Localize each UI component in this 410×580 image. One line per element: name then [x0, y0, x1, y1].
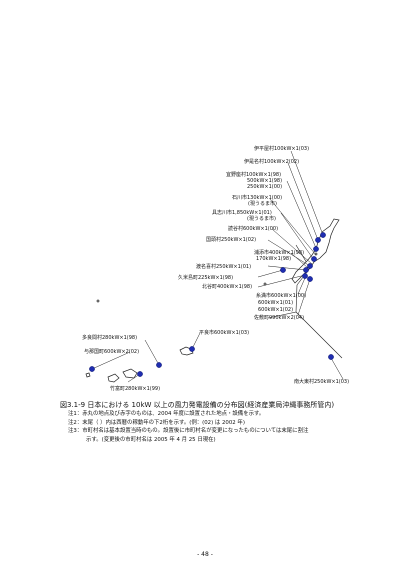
site-label: 国頭村250kW×1(02)	[206, 236, 256, 243]
site-label: 石川市130kW×1(00)	[232, 194, 282, 201]
site-marker	[189, 346, 195, 352]
site-marker	[315, 237, 321, 243]
figure-caption: 図3.1-9 日本における 10kW 以上の風力発電設備の分布図(経済産業局沖縄…	[60, 401, 335, 409]
site-markers	[89, 232, 334, 377]
leader-line	[91, 351, 131, 370]
small-island	[263, 282, 267, 286]
site-marker	[320, 232, 326, 238]
ishigaki-island	[122, 368, 138, 379]
note-line: 注2：末尾（ ）内は西暦の稼動年の下2桁を示す。(例：(02) は 2002 年…	[68, 419, 245, 426]
site-marker	[137, 371, 143, 377]
site-label: 佐敷町990kW×2(04)	[254, 314, 304, 321]
site-marker	[311, 256, 317, 262]
leader-line	[269, 198, 317, 256]
site-label: (現うるま市)	[248, 200, 277, 207]
leader-line	[297, 277, 306, 295]
leader-line	[297, 278, 311, 316]
islands	[85, 218, 340, 383]
note-line: 示す。(変更後の市町村名は 2005 年 4 月 25 日現在)	[86, 436, 216, 443]
site-label: 浦添市400kW×1(98)	[254, 249, 304, 256]
site-label: 600kW×1(02)	[258, 307, 293, 313]
site-labels: 伊平屋村100kW×1(03) 伊是名村100kW×2(02) 宜野座村100k…	[82, 145, 349, 392]
site-marker	[89, 366, 95, 372]
leader-line	[290, 150, 324, 236]
leader-line	[144, 339, 160, 366]
site-marker	[302, 273, 308, 279]
iriomote-island	[107, 373, 120, 383]
site-marker	[328, 354, 334, 360]
leader-line	[287, 162, 319, 241]
site-label: 170kW×1(98)	[256, 256, 291, 262]
site-label: 平良市600kW×1(03)	[199, 329, 249, 336]
page-number: - 48 -	[197, 551, 213, 558]
note-line: 注3：市町村名は基本設置当時のもの。設置後に市町村名が変更になったものについては…	[68, 428, 309, 435]
leader-line	[257, 269, 284, 278]
leader-line	[286, 180, 317, 249]
site-label: 渡名喜村250kW×1(01)	[196, 263, 251, 270]
site-label: 伊是名村100kW×2(02)	[244, 158, 299, 165]
leader-line	[191, 332, 201, 350]
site-label: 具志川市1,850kW×1(01)	[212, 209, 272, 216]
site-label: 竹富町280kW×1(99)	[110, 385, 160, 392]
site-marker	[156, 362, 162, 368]
site-label: 500kW×1(98)	[247, 178, 282, 184]
site-label: 久米島町225kW×1(98)	[178, 274, 233, 281]
small-island	[96, 299, 100, 303]
boundary-line-east	[295, 311, 343, 359]
site-label: 600kW×1(01)	[258, 300, 293, 306]
site-marker	[280, 267, 286, 273]
site-label: 読谷村600kW×1(00)	[228, 225, 278, 232]
site-marker	[307, 276, 313, 282]
note-line: 注1：赤丸の地点及び赤字のものは、2004 年度に設置された地点・設備を示す。	[68, 411, 265, 417]
site-marker	[313, 246, 319, 252]
site-label: 糸満市600kW×1(00)	[256, 292, 306, 299]
figure-notes: 注1：赤丸の地点及び赤字のものは、2004 年度に設置された地点・設備を示す。 …	[68, 410, 398, 444]
leader-line	[290, 252, 309, 269]
site-label: (現うるま市)	[247, 215, 276, 222]
leader-lines	[91, 150, 344, 383]
site-label: 多良間村280kW×1(98)	[82, 334, 137, 341]
leader-line	[330, 357, 344, 380]
leader-line	[267, 265, 307, 271]
site-label: 宜野座村100kW×1(98)	[226, 171, 281, 178]
leader-line	[267, 239, 311, 267]
leader-line	[271, 228, 313, 265]
site-marker	[303, 267, 309, 273]
site-label: 北谷町400kW×1(98)	[202, 283, 252, 290]
site-marker	[307, 263, 313, 269]
site-label: 南大東村250kW×1(03)	[294, 378, 349, 385]
yonaguni-island	[85, 372, 91, 378]
site-label: 伊平屋村100kW×1(03)	[254, 145, 309, 152]
site-label: 与那国町600kW×2(02)	[84, 348, 139, 355]
leader-line	[280, 212, 315, 261]
site-label: 250kW×1(00)	[247, 184, 282, 190]
leader-line	[257, 274, 306, 288]
